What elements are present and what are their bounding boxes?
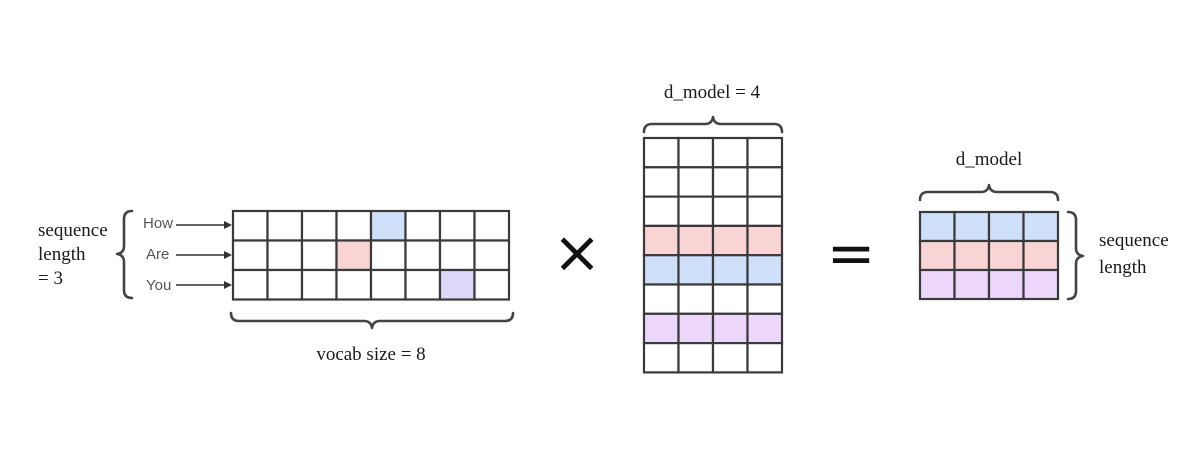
one-hot-cell-r0-c4 xyxy=(369,209,407,242)
embedding-dim-label: d_model = 4 xyxy=(664,82,761,103)
embedding-cell-r6-c3 xyxy=(746,312,784,345)
token-how: How xyxy=(143,215,173,232)
one-hot-cell-r0-c7 xyxy=(473,209,511,242)
one-hot-cell-r1-c1 xyxy=(266,239,304,272)
embedding-cell-r0-c2 xyxy=(711,136,749,169)
embedding-cell-r7-c2 xyxy=(711,342,749,374)
output-dim-label: d_model xyxy=(956,149,1023,170)
one-hot-cell-r0-c6 xyxy=(438,209,476,242)
output-cell-r1-c3 xyxy=(1022,239,1060,272)
output-matrix xyxy=(918,210,1060,301)
one-hot-cell-r1-c5 xyxy=(404,239,442,272)
arrowhead-how xyxy=(224,221,232,229)
one-hot-cell-r2-c2 xyxy=(300,268,338,301)
embedding-cell-r1-c3 xyxy=(746,166,784,198)
output-cell-r0-c3 xyxy=(1022,210,1060,243)
one-hot-cell-r2-c5 xyxy=(404,268,442,301)
one-hot-cell-r2-c3 xyxy=(335,268,373,301)
one-hot-cell-r1-c2 xyxy=(300,239,338,272)
left-label-line-2: length xyxy=(38,244,86,265)
embedding-cell-r4-c1 xyxy=(677,254,715,286)
one-hot-cell-r2-c6 xyxy=(438,268,476,301)
embedding-cell-r7-c0 xyxy=(642,342,680,374)
left-label-line-3: = 3 xyxy=(38,268,63,289)
token-are: Are xyxy=(146,246,169,263)
one-hot-cell-r1-c4 xyxy=(369,239,407,272)
embedding-cell-r4-c0 xyxy=(642,254,680,286)
output-row-brace xyxy=(1066,210,1085,301)
embedding-cell-r2-c3 xyxy=(746,195,784,228)
embedding-cell-r5-c2 xyxy=(711,283,749,315)
embedding-cell-r2-c1 xyxy=(677,195,715,228)
output-cell-r2-c1 xyxy=(953,268,991,301)
embedding-cell-r5-c3 xyxy=(746,283,784,315)
left-row-count-label: sequence length = 3 xyxy=(38,220,108,289)
left-label-line-1: sequence xyxy=(38,220,108,241)
vocab-brace xyxy=(229,311,515,330)
embedding-cell-r7-c1 xyxy=(677,342,715,374)
one-hot-cell-r2-c7 xyxy=(473,268,511,301)
output-row-label-line-2: length xyxy=(1099,257,1147,278)
one-hot-cell-r0-c2 xyxy=(300,209,338,242)
output-cell-r0-c1 xyxy=(953,210,991,243)
embedding-cell-r1-c2 xyxy=(711,166,749,198)
one-hot-cell-r1-c7 xyxy=(473,239,511,272)
embedding-cell-r0-c3 xyxy=(746,136,784,169)
embedding-dim-brace xyxy=(642,115,784,134)
embedding-cell-r7-c3 xyxy=(746,342,784,374)
arrowhead-are xyxy=(224,251,232,259)
equals-sign: = xyxy=(827,219,876,287)
one-hot-cell-r1-c6 xyxy=(438,239,476,272)
embedding-cell-r4-c3 xyxy=(746,254,784,286)
embedding-cell-r3-c0 xyxy=(642,224,680,257)
embedding-cell-r5-c0 xyxy=(642,283,680,315)
embedding-cell-r4-c2 xyxy=(711,254,749,286)
embedding-matrix xyxy=(642,136,784,374)
arrowhead-you xyxy=(224,281,232,289)
token-arrows xyxy=(176,221,232,289)
embedding-cell-r3-c1 xyxy=(677,224,715,257)
embedding-cell-r0-c0 xyxy=(642,136,680,169)
one-hot-cell-r1-c0 xyxy=(231,239,269,272)
one-hot-cell-r0-c3 xyxy=(335,209,373,242)
output-dim-brace xyxy=(918,183,1060,202)
embedding-cell-r0-c1 xyxy=(677,136,715,169)
embedding-cell-r1-c0 xyxy=(642,166,680,198)
token-labels: How Are You xyxy=(143,215,173,294)
output-cell-r0-c2 xyxy=(987,210,1025,243)
embedding-cell-r6-c0 xyxy=(642,312,680,345)
embedding-cell-r3-c2 xyxy=(711,224,749,257)
one-hot-cell-r2-c1 xyxy=(266,268,304,301)
token-you: You xyxy=(146,277,171,294)
output-row-label-line-1: sequence xyxy=(1099,230,1169,251)
output-cell-r0-c0 xyxy=(918,210,956,243)
one-hot-cell-r0-c1 xyxy=(266,209,304,242)
embedding-cell-r6-c1 xyxy=(677,312,715,345)
embedding-cell-r5-c1 xyxy=(677,283,715,315)
embedding-cell-r2-c2 xyxy=(711,195,749,228)
vocab-size-label: vocab size = 8 xyxy=(316,344,425,365)
one-hot-cell-r2-c0 xyxy=(231,268,269,301)
embedding-cell-r2-c0 xyxy=(642,195,680,228)
left-row-brace xyxy=(115,209,134,300)
one-hot-cell-r1-c3 xyxy=(335,239,373,272)
one-hot-matrix xyxy=(231,209,511,301)
one-hot-cell-r0-c0 xyxy=(231,209,269,242)
one-hot-cell-r0-c5 xyxy=(404,209,442,242)
output-cell-r2-c0 xyxy=(918,268,956,301)
output-cell-r2-c3 xyxy=(1022,268,1060,301)
output-cell-r1-c1 xyxy=(953,239,991,272)
embedding-cell-r1-c1 xyxy=(677,166,715,198)
embedding-cell-r3-c3 xyxy=(746,224,784,257)
output-cell-r1-c0 xyxy=(918,239,956,272)
one-hot-cell-r2-c4 xyxy=(369,268,407,301)
output-cell-r2-c2 xyxy=(987,268,1025,301)
multiply-sign: × xyxy=(553,218,602,286)
embedding-cell-r6-c2 xyxy=(711,312,749,345)
output-cell-r1-c2 xyxy=(987,239,1025,272)
